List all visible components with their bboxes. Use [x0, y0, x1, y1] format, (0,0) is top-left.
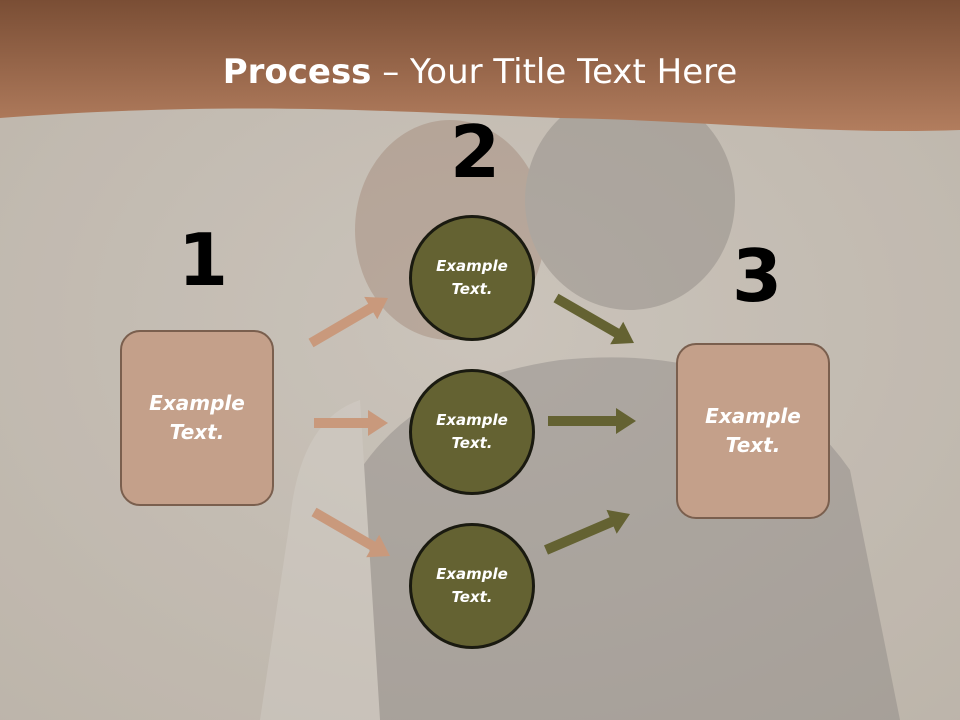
- process-circle-bottom: Example Text.: [409, 523, 535, 649]
- output-box-text: Example Text.: [705, 404, 801, 457]
- title-bold: Process: [222, 52, 372, 92]
- arrow-left-lower: [311, 507, 390, 558]
- arrow-left-upper: [308, 296, 388, 348]
- arrow-right-upper: [553, 293, 634, 345]
- arrow-right-lower: [544, 509, 630, 555]
- process-circle-bottom-text: Example Text.: [436, 565, 508, 606]
- header-band: [0, 0, 960, 132]
- process-circle-middle: Example Text.: [409, 369, 535, 495]
- step-number-2: 2: [450, 110, 501, 194]
- output-box: Example Text.: [676, 343, 830, 519]
- arrow-right-middle: [548, 408, 636, 434]
- step-number-1: 1: [178, 218, 229, 302]
- title-rest: – Your Title Text Here: [371, 52, 738, 92]
- slide-title: Process – Your Title Text Here: [0, 52, 960, 92]
- process-circle-top: Example Text.: [409, 215, 535, 341]
- process-circle-middle-text: Example Text.: [436, 411, 508, 452]
- step-number-3: 3: [732, 234, 783, 318]
- input-box-text: Example Text.: [149, 391, 245, 444]
- arrow-left-middle: [314, 410, 388, 436]
- process-circle-top-text: Example Text.: [436, 257, 508, 298]
- input-box: Example Text.: [120, 330, 274, 506]
